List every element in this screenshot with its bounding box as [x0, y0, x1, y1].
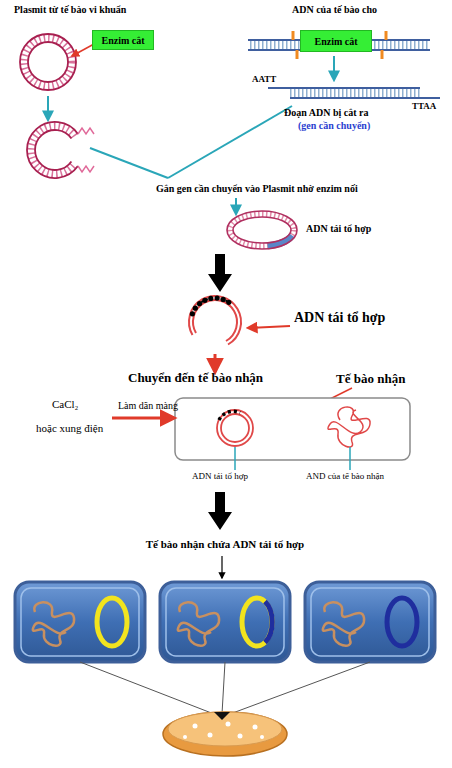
- bacterial-cell: [305, 582, 435, 662]
- plasmid-strand: [221, 414, 249, 442]
- step-label: Chuyển đến tế bào nhận: [128, 371, 318, 386]
- colony: [226, 722, 231, 727]
- gene-dot: [202, 298, 207, 303]
- inserted-gene: [265, 602, 272, 643]
- dna-strand: [290, 97, 440, 99]
- part-label: ADN tái tổ hợp: [306, 223, 436, 235]
- flow-arrow: [112, 417, 174, 420]
- gene-dot: [190, 311, 195, 316]
- flow-line: [168, 106, 292, 178]
- enzyme-box: Enzim cắt: [92, 30, 154, 50]
- flow-line: [90, 148, 168, 178]
- colony-marker: [214, 712, 230, 720]
- bacterial-chromosome: [178, 602, 219, 645]
- fragment-label: Đoạn ADN bị cắt ra: [284, 107, 444, 119]
- cell-membrane: [166, 588, 284, 656]
- reagent-label: hoặc xung điện: [36, 422, 136, 435]
- sticky-end: [78, 128, 94, 134]
- part-label: ADN tái tổ hợp: [192, 471, 302, 481]
- cut-site: [385, 31, 388, 40]
- gene-dot: [197, 301, 202, 306]
- leader-line: [234, 447, 236, 470]
- step-label: Gắn gen cần chuyển vào Plasmit nhờ enzim…: [156, 183, 446, 195]
- result-heading: Tế bào nhận chứa ADN tái tổ hợp: [60, 538, 390, 551]
- flow-arrow: [235, 198, 237, 214]
- gene-dot: [221, 297, 226, 302]
- cell-membrane: [21, 588, 139, 656]
- colony: [238, 734, 243, 739]
- step-arrow: [208, 492, 232, 530]
- bacterial-chromosome: [323, 602, 364, 645]
- plasmid-rungs: [230, 214, 294, 246]
- colony: [193, 724, 198, 729]
- box-text: Enzim cắt: [101, 35, 144, 46]
- pointer-arrow: [248, 326, 290, 328]
- leader-line: [230, 662, 370, 714]
- enzyme-box: Enzim cắt: [300, 30, 372, 52]
- flow-arrow: [47, 96, 49, 120]
- bacterial-chromosome: [33, 602, 74, 645]
- cut-site: [296, 50, 299, 59]
- part-label: AND của tế bào nhận: [306, 471, 446, 481]
- plasmid-strand: [27, 122, 78, 178]
- colony: [208, 733, 213, 738]
- cell-membrane: [311, 588, 429, 656]
- part-label: ADN tái tổ hợp: [294, 310, 444, 326]
- plasmid: [242, 598, 272, 646]
- pointer-arrow: [72, 44, 94, 56]
- plasmid-rungs: [24, 38, 72, 86]
- gene-dot: [193, 306, 198, 311]
- gene-label: (gen cần chuyển): [298, 120, 438, 132]
- bacterial-cell: [160, 582, 290, 662]
- leader-line: [222, 662, 225, 714]
- plasmid-strand: [227, 211, 297, 249]
- plasmid-strand: [28, 42, 68, 82]
- plasmid-strand: [35, 130, 71, 170]
- source-heading: ADN của tế bào cho: [292, 4, 442, 16]
- cut-site: [381, 50, 384, 59]
- reagent-label: CaCl₂: [52, 398, 112, 411]
- source-heading: Plasmit từ tế bào vi khuẩn: [14, 4, 184, 16]
- step-arrow: [208, 254, 232, 292]
- gene-dot: [226, 300, 231, 305]
- sticky-end-label: TTAA: [412, 101, 452, 111]
- plasmid-strand: [217, 410, 253, 446]
- agar-surface: [168, 712, 282, 746]
- gene-dot: [215, 296, 220, 301]
- leader-line: [349, 447, 351, 470]
- plasmid-strand: [20, 34, 76, 90]
- box-text: Enzim cắt: [314, 36, 357, 47]
- receiving-cell: [175, 398, 410, 460]
- plasmid-rungs: [31, 126, 75, 174]
- plasmid-strand: [193, 300, 237, 341]
- plasmid-strand: [233, 217, 291, 243]
- step-label: Làm dãn màng: [118, 400, 208, 412]
- colony: [183, 735, 187, 739]
- bacterial-cell: [15, 582, 145, 662]
- part-label: Tế bào nhận: [336, 372, 452, 387]
- inserted-gene: [219, 411, 240, 420]
- colony: [260, 735, 264, 739]
- plasmid: [387, 598, 417, 646]
- plasmid-strand: [189, 296, 241, 345]
- pointer-arrow: [221, 556, 222, 578]
- bacterial-chromosome: [328, 407, 370, 447]
- sticky-end-label: AATT: [252, 74, 292, 84]
- dna-strand: [268, 87, 420, 89]
- gene-dot: [208, 296, 213, 301]
- flow-arrow: [333, 56, 335, 80]
- dna-rungs: [290, 89, 420, 98]
- plasmid: [97, 598, 127, 646]
- sticky-end: [78, 166, 94, 172]
- cut-site: [292, 31, 295, 40]
- petri-dish: [163, 712, 287, 756]
- flow-arrow: [214, 354, 217, 372]
- colony: [253, 725, 258, 730]
- leader-line: [80, 662, 214, 714]
